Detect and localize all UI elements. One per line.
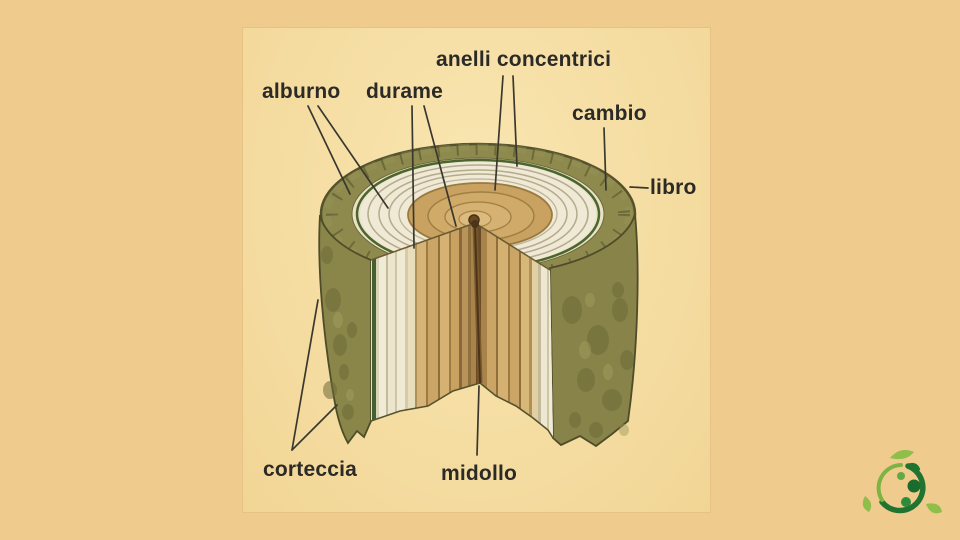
dot-mid [901,497,911,507]
leaf-top-icon [890,450,914,460]
dot-dark [907,479,921,493]
trunk-right-bark-side [549,213,639,448]
leaf-left-icon [862,496,872,512]
arc-hook [906,463,920,471]
leaf-circle-icon [862,450,942,514]
label-midollo: midollo [441,462,518,485]
leaf-right-icon [926,503,942,514]
label-libro: libro [650,176,697,199]
trunk-left-bark-side [318,214,372,445]
label-durame: durame [366,80,444,103]
label-alburno: alburno [262,80,341,103]
dot-light [897,472,905,480]
trunk-top-face [319,142,637,286]
label-cambio: cambio [572,102,647,125]
light-arc [876,463,903,502]
label-corteccia: corteccia [263,458,358,481]
label-anelli-concentrici: anelli concentrici [436,48,612,71]
leader-lines [291,75,649,456]
dark-arc [879,463,926,514]
brand-logo [862,450,942,514]
